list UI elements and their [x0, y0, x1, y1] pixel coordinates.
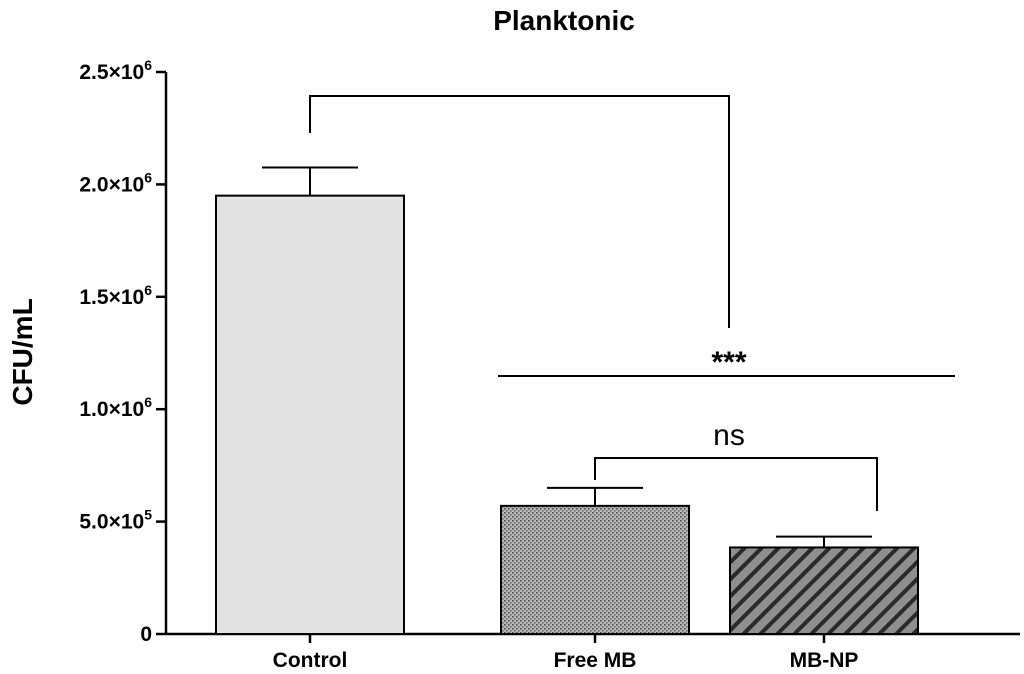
significance-stars-label: ***	[711, 346, 746, 379]
error-bars	[262, 166, 872, 548]
bars	[215, 194, 919, 636]
x-tick-label: Control	[273, 649, 348, 672]
y-tick-label: 2.5×106	[79, 57, 152, 84]
y-tick-label: 1.5×106	[79, 282, 152, 309]
x-tick-label: Free MB	[554, 649, 637, 672]
chart-title: Planktonic	[493, 5, 635, 36]
control-vs-treatments-bracket	[309, 95, 730, 328]
y-axis-label: CFU/mL	[7, 298, 38, 405]
bar-control	[215, 194, 405, 635]
y-tick-label: 5.0×105	[79, 507, 152, 534]
x-ticks: Control Free MB MB-NP	[273, 634, 859, 672]
significance-brackets: *** ns	[309, 95, 955, 511]
y-ticks: 0 5.0×105 1.0×106 1.5×106 2.0×106 2.5×106	[79, 57, 166, 646]
freemb-vs-mbnp-bracket	[594, 457, 878, 511]
y-tick-label: 0	[140, 623, 152, 646]
x-tick-label: MB-NP	[790, 649, 859, 672]
bar-mb-np	[729, 546, 919, 636]
not-significant-label: ns	[713, 419, 745, 452]
y-tick-label: 1.0×106	[79, 394, 152, 421]
y-tick-label: 2.0×106	[79, 169, 152, 196]
bar-free-mb	[500, 504, 690, 636]
